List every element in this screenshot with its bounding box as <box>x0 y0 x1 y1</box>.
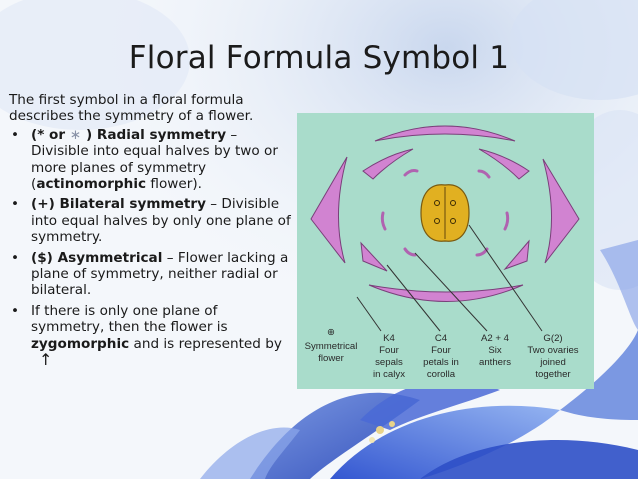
actinomorphic-term: actinomorphic <box>36 176 147 193</box>
anther-6 <box>475 247 489 257</box>
anther-4 <box>503 211 510 231</box>
label-c-1: C4 <box>435 333 448 344</box>
label-k-2: Four <box>379 345 400 356</box>
radial-text-a: – Divisible into equal halves by two or … <box>31 126 278 193</box>
petal-bottom-right <box>503 239 530 271</box>
label-c-3: petals in <box>423 357 459 368</box>
floral-diagram: ⊕ Symmetrical flower K4 Four sepals in c… <box>297 113 594 389</box>
label-g-4: together <box>535 369 571 380</box>
label-a-1: A2 + 4 <box>481 333 510 344</box>
label-g-1: G(2) <box>543 333 562 344</box>
label-k-3: sepals <box>375 357 403 368</box>
radial-text-b: flower). <box>146 176 202 193</box>
label-k-1: K4 <box>383 333 395 344</box>
label-c-4: corolla <box>427 369 456 380</box>
label-symmetry-1: Symmetrical <box>305 341 358 352</box>
intro-text: The first symbol in a floral formula des… <box>9 92 254 125</box>
radial-pre: (* or <box>31 126 70 143</box>
anther-3 <box>380 211 387 231</box>
sepal-right <box>542 158 580 264</box>
zygomorphic-text-a: If there is only one plane of symmetry, … <box>31 302 228 336</box>
bilateral-heading: (+) Bilateral symmetry <box>31 196 206 213</box>
label-g-2: Two ovaries <box>527 345 578 356</box>
anther-1 <box>403 169 419 177</box>
asymmetrical-text: – Flower lacking a plane of symmetry, ne… <box>31 249 289 299</box>
up-arrow-icon: ↑ <box>39 350 53 370</box>
petal-bottom-left <box>360 241 388 272</box>
bullet-bilateral: (+) Bilateral symmetry – Divisible into … <box>9 196 294 245</box>
anther-2 <box>477 169 491 179</box>
radial-heading: ) Radial symmetry <box>81 126 227 143</box>
petal-top-left <box>362 148 414 180</box>
zygomorphic-term: zygomorphic <box>31 335 130 352</box>
label-symmetry-2: flower <box>318 353 344 364</box>
petal-top-right <box>478 148 530 180</box>
anther-5 <box>403 247 417 257</box>
asymmetrical-heading: ($) Asymmetrical <box>31 249 163 266</box>
sepal-bottom <box>368 284 524 302</box>
bullet-asymmetrical: ($) Asymmetrical – Flower lacking a plan… <box>9 250 294 299</box>
symmetry-icon: ⊕ <box>327 327 335 338</box>
label-g-3: joined <box>539 357 566 368</box>
bullet-radial: (* or ∗ ) Radial symmetry – Divisible in… <box>9 127 294 193</box>
label-a-2: Six <box>488 345 502 356</box>
bilateral-text: – Divisible into equal halves by only on… <box>31 196 291 246</box>
label-k-4: in calyx <box>373 369 405 380</box>
label-c-2: Four <box>431 345 452 356</box>
label-a-3: anthers <box>479 357 511 368</box>
bullet-list: (* or ∗ ) Radial symmetry – Divisible in… <box>9 127 294 370</box>
radial-star-icon: ∗ <box>69 126 82 143</box>
sepal-left <box>310 156 348 264</box>
slide-body: The first symbol in a floral formula des… <box>9 92 294 374</box>
sepal-top <box>374 125 516 142</box>
bullet-zygomorphic: If there is only one plane of symmetry, … <box>9 303 294 370</box>
zygomorphic-text-b: and is represented by <box>129 335 282 352</box>
slide-title: Floral Formula Symbol 1 <box>128 40 510 76</box>
